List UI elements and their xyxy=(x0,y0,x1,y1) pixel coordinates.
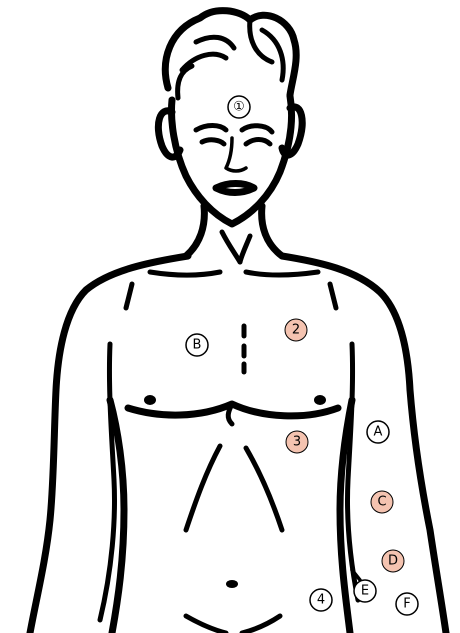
marker-b-label: B xyxy=(193,338,202,353)
head-outline xyxy=(158,96,302,224)
marker-2-label: 2 xyxy=(292,323,300,338)
marker-2: 2 xyxy=(285,319,307,341)
marker-f-label: F xyxy=(403,597,410,612)
marker-3: 3 xyxy=(286,431,308,453)
hair-outline xyxy=(165,11,296,98)
marker-b: B xyxy=(186,334,208,356)
marker-3-label: 3 xyxy=(293,435,301,450)
marker-c-label: C xyxy=(377,495,386,510)
marker-f: F xyxy=(396,593,418,615)
marker-d: D xyxy=(382,550,404,572)
marker-d-label: D xyxy=(388,554,398,569)
marker-a-label: A xyxy=(374,425,383,440)
torso-outline xyxy=(30,256,446,633)
marker-1: ① xyxy=(228,96,250,118)
neck-outline xyxy=(186,206,282,262)
marker-4-label: 4 xyxy=(317,593,325,608)
marker-4: 4 xyxy=(310,589,332,611)
marker-e: E xyxy=(354,580,376,602)
marker-1-label: ① xyxy=(233,100,245,115)
marker-a: A xyxy=(367,421,389,443)
marker-e-label: E xyxy=(361,584,369,599)
marker-c: C xyxy=(371,491,393,513)
